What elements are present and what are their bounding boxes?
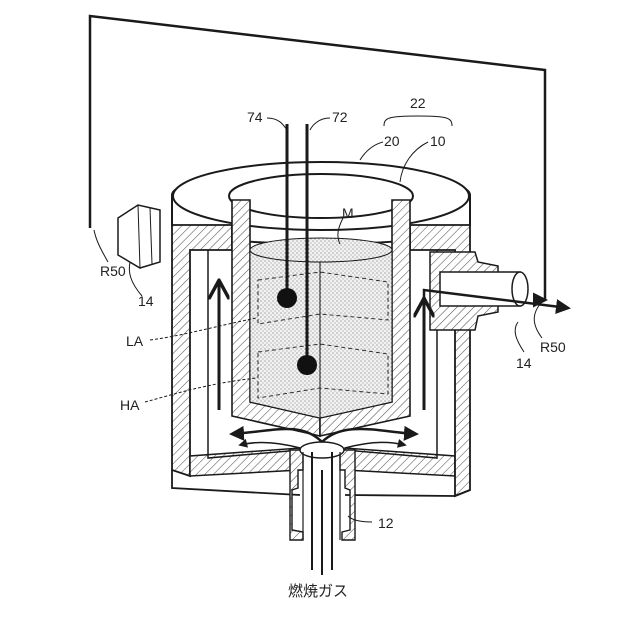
right-connector-14 [430, 252, 528, 330]
label-10: 10 [430, 133, 446, 149]
label-14-right: 14 [516, 355, 532, 371]
label-72: 72 [332, 109, 348, 125]
gas-inlet-pipe-12 [290, 442, 355, 575]
label-HA: HA [120, 397, 140, 413]
label-R50-left: R50 [100, 263, 126, 279]
label-22: 22 [410, 95, 426, 111]
label-combustion-gas: 燃焼ガス [288, 582, 348, 600]
left-connector-14 [118, 205, 160, 268]
label-R50-right: R50 [540, 339, 566, 355]
label-12: 12 [378, 515, 394, 531]
label-74: 74 [247, 109, 263, 125]
label-M: M [342, 205, 354, 221]
label-LA: LA [126, 333, 144, 349]
label-14-left: 14 [138, 293, 154, 309]
label-20: 20 [384, 133, 400, 149]
